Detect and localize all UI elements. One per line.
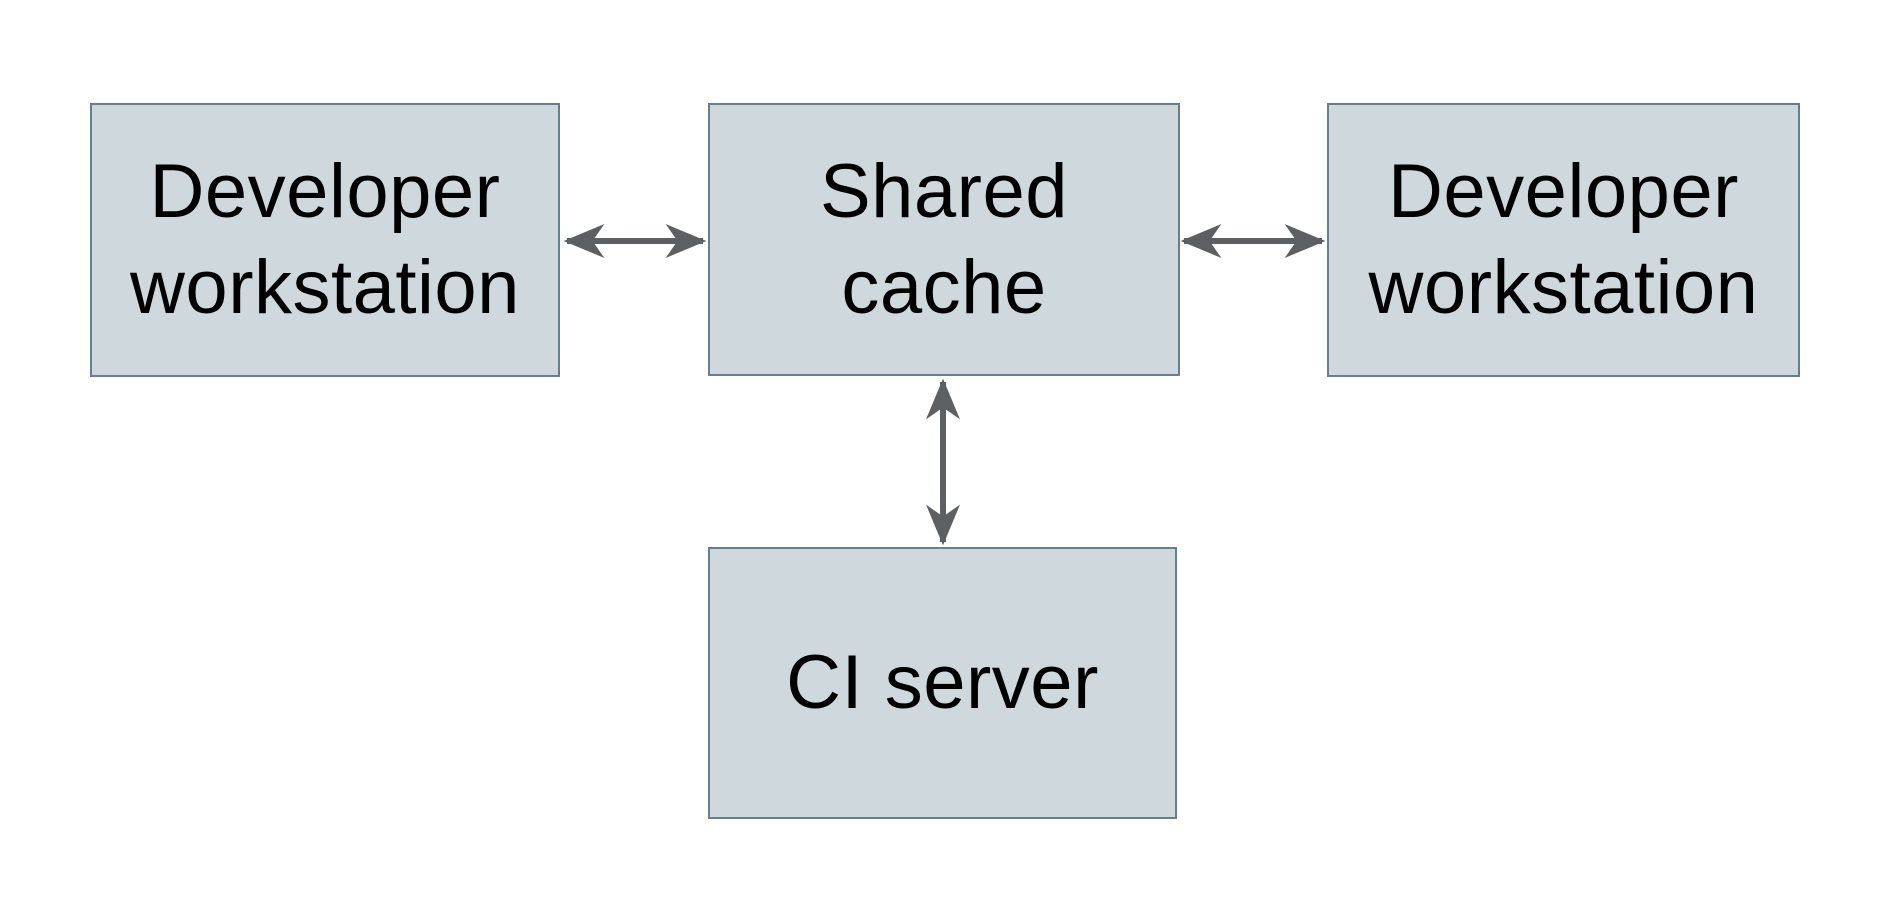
node-ci-server: CI server — [708, 547, 1177, 819]
node-label-ci-server: CI server — [786, 640, 1099, 725]
node-label-developer-workstation-right: Developer workstation — [1368, 149, 1759, 330]
node-developer-workstation-right: Developer workstation — [1327, 103, 1800, 377]
node-label-developer-workstation-left: Developer workstation — [130, 149, 520, 330]
node-developer-workstation-left: Developer workstation — [90, 103, 560, 377]
node-label-shared-cache: Shared cache — [819, 148, 1069, 330]
node-shared-cache: Shared cache — [708, 103, 1180, 376]
